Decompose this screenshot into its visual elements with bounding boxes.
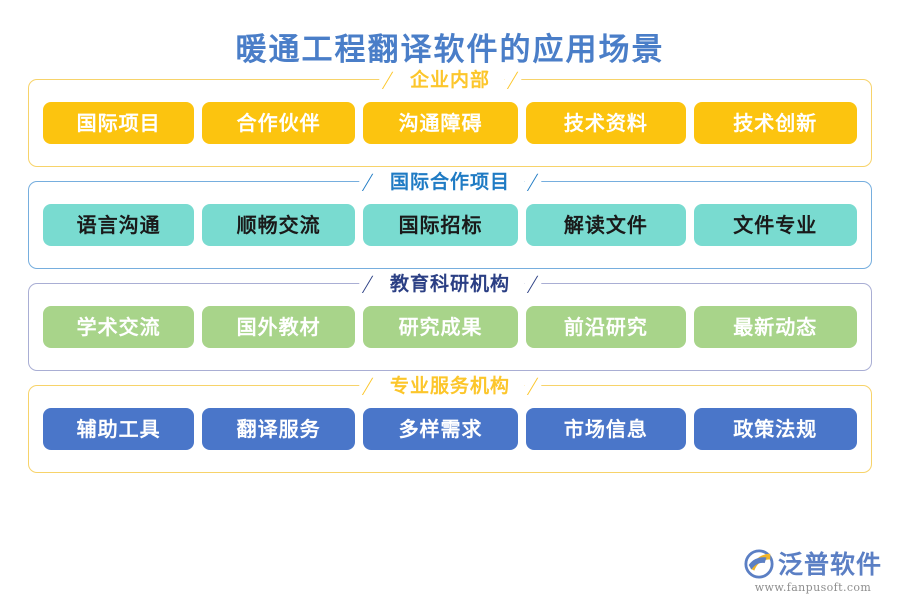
chip-item[interactable]: 国际项目 [43, 102, 195, 145]
chip-item[interactable]: 国外教材 [202, 306, 355, 349]
chip-list: 语言沟通 顺畅交流 国际招标 解读文件 文件专业 [43, 204, 857, 247]
section-title: 专业服务机构 [375, 373, 524, 400]
chip-item[interactable]: 翻译服务 [202, 408, 355, 451]
chip-item[interactable]: 沟通障碍 [362, 102, 519, 145]
chip-item[interactable]: 国际招标 [362, 204, 519, 247]
section-enterprise: / 企业内部 / 国际项目 合作伙伴 沟通障碍 技术资料 技术创新 [28, 67, 872, 168]
logo-name: 泛普软件 [777, 549, 882, 579]
section-title: 教育科研机构 [375, 271, 524, 298]
slash-left-icon: / [355, 170, 379, 194]
sections-container: / 企业内部 / 国际项目 合作伙伴 沟通障碍 技术资料 技术创新 / 国际合作… [0, 67, 900, 474]
slash-right-icon: / [520, 170, 545, 194]
section-header: / 国际合作项目 / [29, 169, 871, 196]
section-international-cooperation: / 国际合作项目 / 语言沟通 顺畅交流 国际招标 解读文件 文件专业 [28, 169, 872, 270]
logo-row: 泛普软件 [744, 549, 882, 579]
fanpu-swoosh-icon [744, 549, 774, 579]
slash-right-icon: / [520, 272, 545, 296]
chip-list: 辅助工具 翻译服务 多样需求 市场信息 政策法规 [43, 408, 857, 451]
chip-item[interactable]: 辅助工具 [43, 408, 195, 451]
section-education-research: / 教育科研机构 / 学术交流 国外教材 研究成果 前沿研究 最新动态 [28, 271, 872, 372]
chip-item[interactable]: 最新动态 [693, 306, 857, 349]
section-header: / 专业服务机构 / [29, 373, 871, 400]
chip-item[interactable]: 前沿研究 [526, 306, 686, 349]
chip-item[interactable]: 政策法规 [693, 408, 857, 451]
slash-left-icon: / [355, 272, 379, 296]
section-header: / 教育科研机构 / [29, 271, 871, 298]
page-title: 暖通工程翻译软件的应用场景 [235, 32, 665, 68]
chip-item[interactable]: 研究成果 [362, 306, 519, 349]
chip-item[interactable]: 市场信息 [526, 408, 686, 451]
chip-item[interactable]: 多样需求 [362, 408, 519, 451]
section-professional-services: / 专业服务机构 / 辅助工具 翻译服务 多样需求 市场信息 政策法规 [28, 373, 872, 474]
chip-list: 国际项目 合作伙伴 沟通障碍 技术资料 技术创新 [43, 102, 857, 145]
chip-item[interactable]: 合作伙伴 [202, 102, 355, 145]
section-title: 国际合作项目 [375, 169, 524, 196]
chip-item[interactable]: 学术交流 [43, 306, 195, 349]
slash-right-icon: / [520, 374, 545, 398]
chip-item[interactable]: 顺畅交流 [202, 204, 355, 247]
brand-watermark: 泛普软件 www.fanpusoft.com [744, 549, 882, 594]
chip-item[interactable]: 文件专业 [693, 204, 857, 247]
chip-item[interactable]: 语言沟通 [43, 204, 195, 247]
chip-item[interactable]: 技术资料 [526, 102, 686, 145]
chip-item[interactable]: 技术创新 [693, 102, 857, 145]
chip-item[interactable]: 解读文件 [526, 204, 686, 247]
slash-left-icon: / [355, 374, 379, 398]
logo-url: www.fanpusoft.com [754, 581, 872, 594]
chip-list: 学术交流 国外教材 研究成果 前沿研究 最新动态 [43, 306, 857, 349]
